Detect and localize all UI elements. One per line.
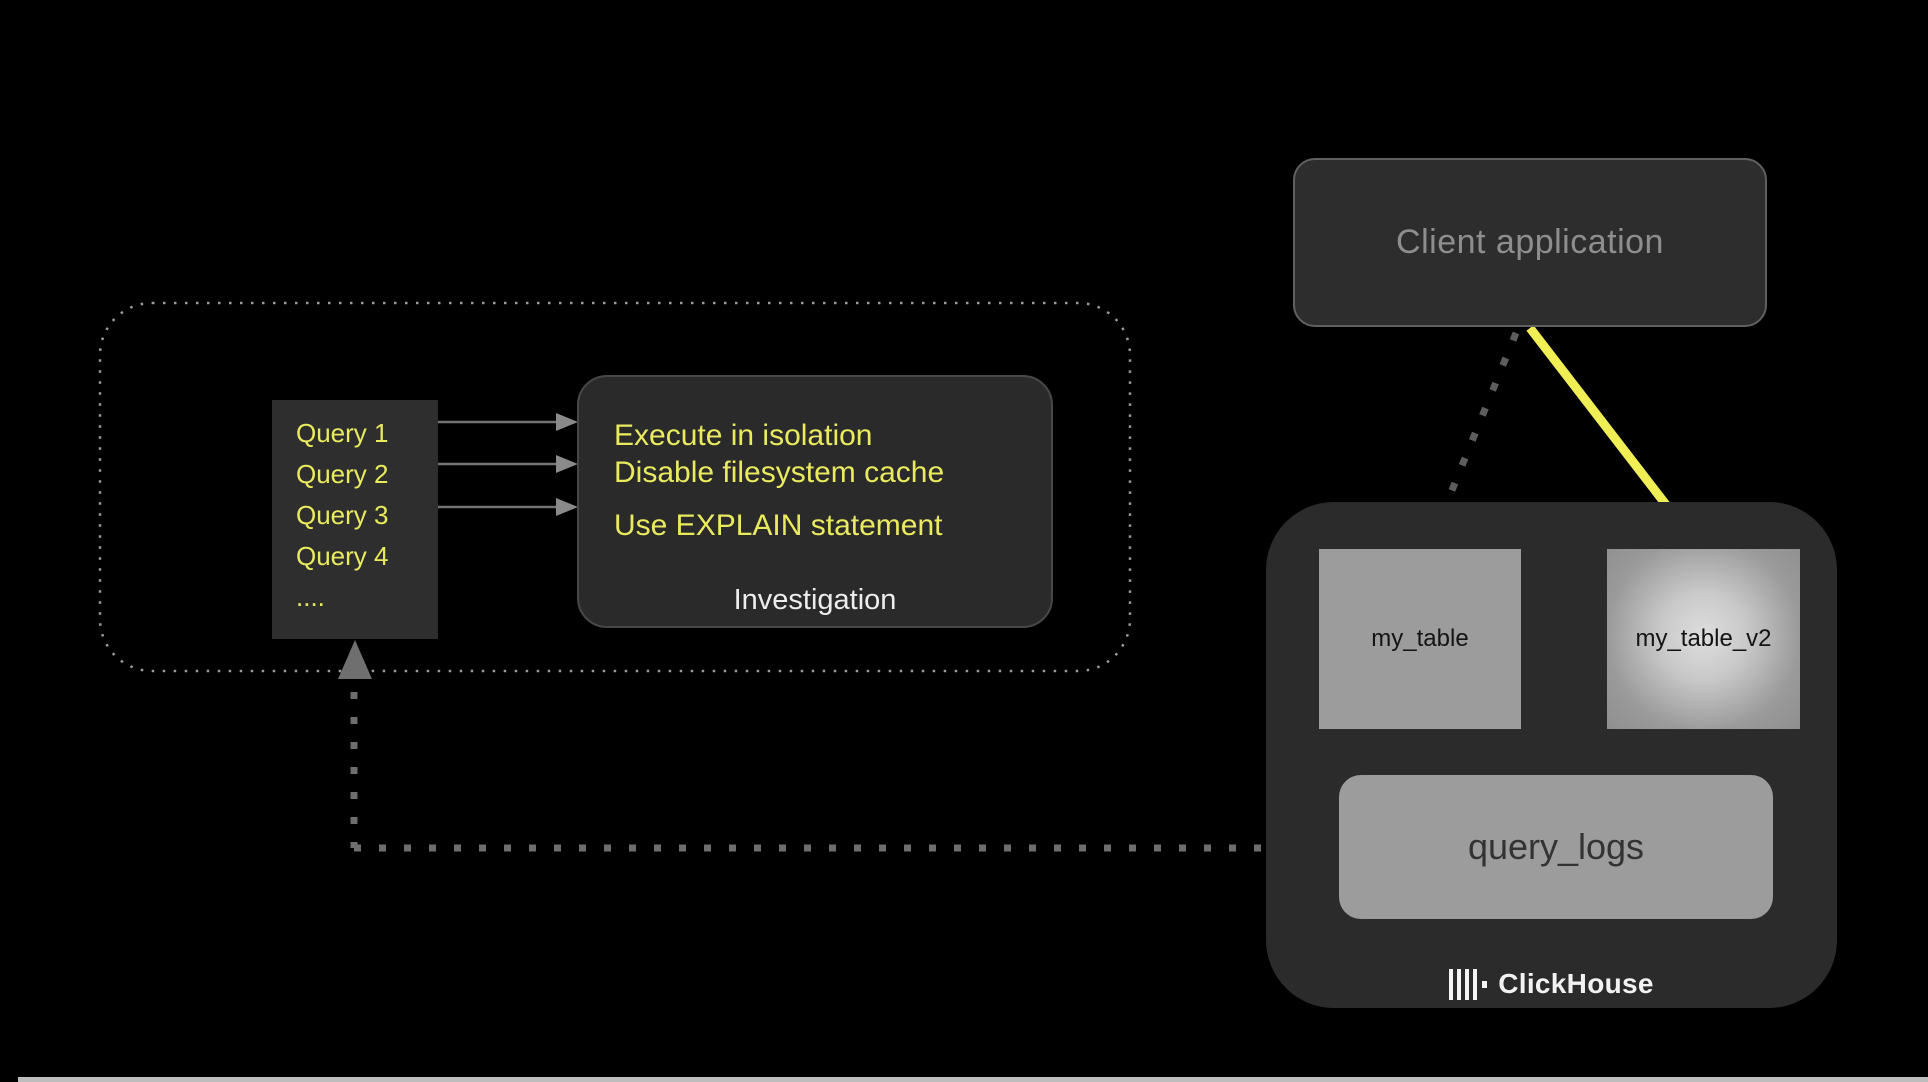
investigation-label: Investigation [733,584,897,616]
clickhouse-server-box: my_table my_table_v2 query_logs ClickHou… [1266,502,1837,1008]
clickhouse-logo-icon [1449,968,1488,1000]
investigation-box: Execute in isolation Disable filesystem … [577,375,1053,628]
query-logs-label: query_logs [1467,826,1645,867]
query-list-item-more: .... [296,582,325,612]
query-logs-to-queries-dotted-connector [338,640,1337,852]
clickhouse-logo-text: ClickHouse [1498,968,1654,999]
query-list-item-2: Query 2 [296,459,389,489]
my-table-label: my_table [1371,625,1469,652]
my-table-v2-box: my_table_v2 [1607,549,1800,729]
client-application-box: Client application [1293,158,1767,327]
my-table-box: my_table [1319,549,1521,729]
query-list-item-3: Query 3 [296,500,389,530]
client-application-label: Client application [1396,223,1664,261]
window-edge-strip [18,1077,1928,1082]
up-arrowhead [338,640,372,679]
my-table-v2-label: my_table_v2 [1635,625,1772,652]
query-list-box: Query 1 Query 2 Query 3 Query 4 .... [272,400,438,639]
investigation-tip-execute-isolation: Execute in isolation [614,419,873,452]
query-list-item-4: Query 4 [296,541,389,571]
clickhouse-logo: ClickHouse [1266,968,1837,1000]
query-list-item-1: Query 1 [296,418,389,448]
investigation-tip-use-explain: Use EXPLAIN statement [614,509,943,542]
query-logs-box: query_logs [1339,775,1773,919]
investigation-tip-disable-fs-cache: Disable filesystem cache [614,456,945,489]
